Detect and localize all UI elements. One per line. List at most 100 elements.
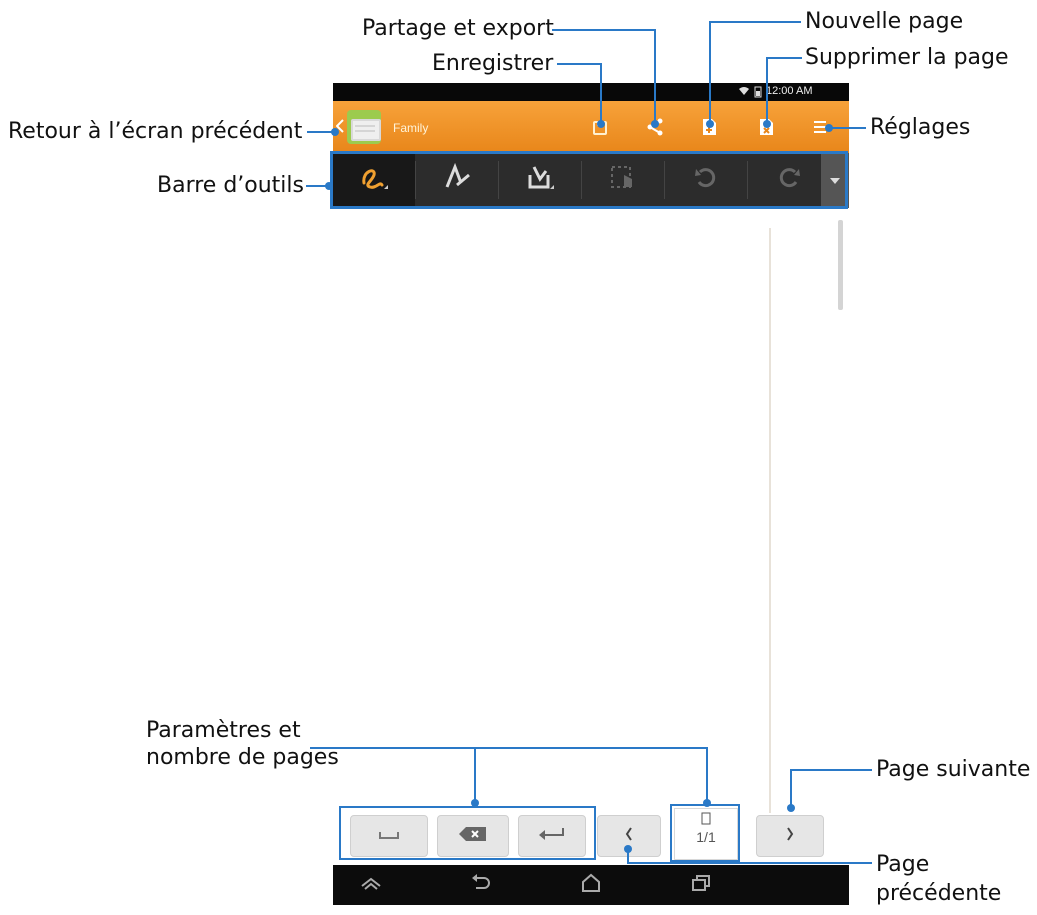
select-tool[interactable] <box>582 153 664 208</box>
pen-tool[interactable] <box>333 153 415 208</box>
share-icon <box>643 118 667 143</box>
notebook-title: Family <box>393 121 429 135</box>
callout-line <box>552 29 656 31</box>
prev-page-icon <box>623 825 635 848</box>
enter-key[interactable] <box>518 815 586 857</box>
margin-line <box>769 228 771 813</box>
backspace-key[interactable] <box>437 815 509 857</box>
callout-line <box>557 63 602 65</box>
next-page-button[interactable] <box>756 815 824 857</box>
callout-save: Enregistrer <box>432 51 554 76</box>
nav-recent-button[interactable] <box>671 865 731 905</box>
toolbar-highlight <box>330 151 848 209</box>
callout-line <box>766 57 802 59</box>
callout-dot <box>471 799 479 807</box>
insert-icon <box>520 161 560 200</box>
callout-line <box>474 747 476 802</box>
dropdown-icon <box>829 172 841 190</box>
back-button[interactable] <box>333 101 423 153</box>
callout-delete-page: Supprimer la page <box>805 45 1009 70</box>
callout-dot <box>624 845 632 853</box>
undo-button[interactable] <box>665 153 747 208</box>
text-tool[interactable] <box>416 153 498 208</box>
battery-icon <box>754 86 762 101</box>
nav-back-icon <box>470 873 492 897</box>
callout-line <box>654 29 656 123</box>
backspace-icon <box>458 826 488 847</box>
page-count-button[interactable]: 1/1 <box>674 808 738 860</box>
toolbar <box>333 153 849 208</box>
note-canvas[interactable] <box>333 208 849 813</box>
callout-prev-page-line1: Page <box>876 852 930 877</box>
text-icon <box>439 161 475 200</box>
back-arrow-icon <box>335 119 344 138</box>
callout-line <box>709 21 801 23</box>
callout-line <box>306 185 330 187</box>
callout-prev-page-line2: précédente <box>876 881 1002 906</box>
callout-line <box>790 769 872 771</box>
callout-line <box>706 747 708 802</box>
scrollbar[interactable] <box>838 220 843 310</box>
space-key[interactable] <box>350 815 428 857</box>
callout-params-line2: nombre de pages <box>146 745 339 770</box>
callout-settings: Réglages <box>870 115 971 140</box>
toolbar-separator <box>498 161 499 199</box>
callout-back: Retour à l’écran précédent <box>8 119 303 144</box>
insert-tool[interactable] <box>499 153 581 208</box>
callout-dot <box>331 128 339 136</box>
callout-dot <box>706 120 714 128</box>
nav-back-button[interactable] <box>451 865 511 905</box>
callout-line <box>307 131 334 133</box>
callout-line <box>766 57 768 123</box>
callout-line <box>627 848 629 864</box>
next-page-icon <box>784 825 796 848</box>
nav-hide-button[interactable] <box>341 865 401 905</box>
nav-home-icon <box>580 873 602 898</box>
toolbar-separator <box>664 161 665 199</box>
callout-line <box>600 63 602 123</box>
callout-dot <box>703 799 711 807</box>
toolbar-dropdown-button[interactable] <box>821 153 849 208</box>
callout-next-page: Page suivante <box>876 757 1031 782</box>
navigation-bar <box>333 865 849 905</box>
callout-dot <box>597 120 605 128</box>
callout-toolbar: Barre d’outils <box>157 173 304 198</box>
pen-icon <box>354 161 394 200</box>
redo-icon <box>774 163 804 198</box>
callout-share-export: Partage et export <box>362 16 554 41</box>
keys-highlight <box>339 806 596 860</box>
undo-icon <box>691 163 721 198</box>
callout-line <box>790 769 792 807</box>
status-bar: 12:00 AM <box>333 83 849 101</box>
space-key-icon <box>378 827 400 845</box>
redo-button[interactable] <box>748 153 830 208</box>
callout-new-page: Nouvelle page <box>805 9 964 34</box>
page-count: 1/1 <box>696 829 716 845</box>
toolbar-separator <box>415 161 416 199</box>
nav-hide-icon <box>360 876 382 895</box>
app-bar: Family <box>333 101 849 153</box>
page-icon <box>701 812 711 830</box>
callout-dot <box>325 182 333 190</box>
nav-recent-icon <box>690 874 712 897</box>
clock: 12:00 AM <box>766 85 813 97</box>
callout-line <box>310 747 708 749</box>
toolbar-separator <box>747 161 748 199</box>
callout-line <box>709 21 711 123</box>
callout-line <box>627 862 872 864</box>
callout-dot <box>825 124 833 132</box>
enter-key-icon <box>537 826 567 847</box>
callout-dot <box>787 804 795 812</box>
callout-line <box>828 127 866 129</box>
delete-page-icon <box>754 119 778 143</box>
callout-dot <box>651 120 659 128</box>
page-count-highlight <box>670 804 740 862</box>
notebook-icon <box>345 107 385 152</box>
nav-home-button[interactable] <box>561 865 621 905</box>
wifi-icon <box>738 85 750 100</box>
toolbar-separator <box>581 161 582 199</box>
settings-menu-button[interactable] <box>810 117 832 137</box>
new-page-icon <box>697 119 721 143</box>
callout-params-line1: Paramètres et <box>146 718 301 743</box>
select-icon <box>606 161 640 200</box>
